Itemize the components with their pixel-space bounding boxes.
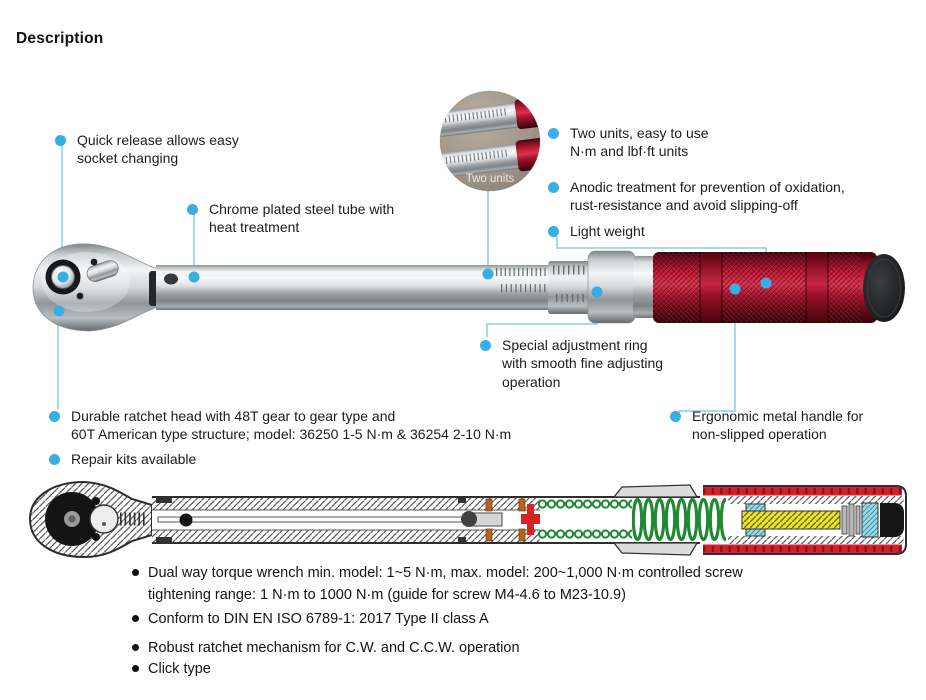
callout-text: Two units, easy to use N·m and lbf·ft un… [570,125,709,160]
bullet-dot-icon [548,226,559,237]
head-screw [76,292,84,300]
bullet-dot-icon [132,615,139,622]
bullet-dot-icon [49,411,60,422]
bullet-dot-icon [55,135,66,146]
anchor-dot-ratchet-head [53,305,65,317]
cutaway-spring [538,497,726,542]
callout-ratchet-head: Durable ratchet head with 48T gear to ge… [49,407,709,444]
callout-text: Light weight [570,223,645,239]
callout-text: Chrome plated steel tube with heat treat… [209,201,395,236]
spec-text: Conform to DIN EN ISO 6789-1: 2017 Type … [148,611,489,627]
cutaway-diagram [28,480,907,559]
anchor-dot-quick-release [57,271,69,283]
reverse-lever [86,260,119,282]
handle-groove [700,252,722,323]
two-units-inset: Two units [439,90,541,192]
bullet-dot-icon [670,411,681,422]
callout-text: Quick release allows easy socket changin… [77,132,239,167]
callout-text: Ergonomic metal handle for non-slipped o… [692,408,864,443]
callout-repair-kits: Repair kits available [49,450,349,468]
scale-sleeve [548,261,590,314]
bullet-dot-icon [49,454,60,465]
spec-item-standard: Conform to DIN EN ISO 6789-1: 2017 Type … [132,609,832,631]
inset-label: Two units [466,173,515,185]
handle-grip [653,252,905,323]
spec-item-ratchet-mechanism: Robust ratchet mechanism for C.W. and C.… [132,638,832,660]
callout-text: Repair kits available [71,451,197,467]
cutaway-cyan-block [861,502,879,538]
bullet-dot-icon [548,182,559,193]
spec-item-click-type: Click type [132,659,832,681]
callout-text: Special adjustment ring with smooth fine… [502,337,664,390]
end-cap [863,254,905,322]
anchor-dot-scale [482,268,494,280]
anchor-dot-light-weight [760,277,772,289]
callout-chrome-tube: Chrome plated steel tube with heat treat… [187,200,447,237]
hanging-hole [164,273,178,285]
cutaway-clamp [612,484,699,556]
head-screw [90,258,98,266]
section-title: Description [16,30,104,47]
ratchet-head [32,243,159,332]
steel-tube [156,265,550,310]
anchor-dot-ergonomic [729,283,741,295]
bullet-dot-icon [132,569,139,576]
scale-markings [496,268,550,292]
bullet-dot-icon [132,665,139,672]
cutaway-handle [703,485,907,555]
callout-light-weight: Light weight [548,222,748,240]
cutaway-mechanism [461,498,540,542]
anchor-dot-chrome-tube [188,271,200,283]
callout-anchor-dots [53,268,772,317]
torque-wrench-photo [32,243,905,332]
callout-adjustment-ring: Special adjustment ring with smooth fine… [480,336,720,391]
cutaway-end-cap [880,503,904,537]
head-tube-junction [149,271,158,306]
adjustment-ring [587,250,655,324]
callout-text: Durable ratchet head with 48T gear to ge… [71,408,512,443]
anchor-dot-adjustment-ring [591,286,603,298]
callout-ergonomic-handle: Ergonomic metal handle for non-slipped o… [670,407,910,444]
callout-anodic: Anodic treatment for prevention of oxida… [548,178,908,215]
bullet-dot-icon [480,340,491,351]
callout-two-units: Two units, easy to use N·m and lbf·ft un… [548,124,788,161]
spec-item-torque-range: Dual way torque wrench min. model: 1~5 N… [132,563,912,607]
cutaway-screw [741,510,841,530]
callout-text: Anodic treatment for prevention of oxida… [570,179,845,214]
cutaway-head [28,480,153,559]
bullet-dot-icon [548,128,559,139]
spec-text: Dual way torque wrench min. model: 1~5 N… [148,565,743,603]
bullet-dot-icon [187,204,198,215]
handle-groove [806,252,828,323]
cutaway-gear [89,504,119,534]
spec-text: Click type [148,661,211,677]
callout-quick-release: Quick release allows easy socket changin… [55,131,275,168]
bullet-dot-icon [132,644,139,651]
spec-text: Robust ratchet mechanism for C.W. and C.… [148,640,520,656]
